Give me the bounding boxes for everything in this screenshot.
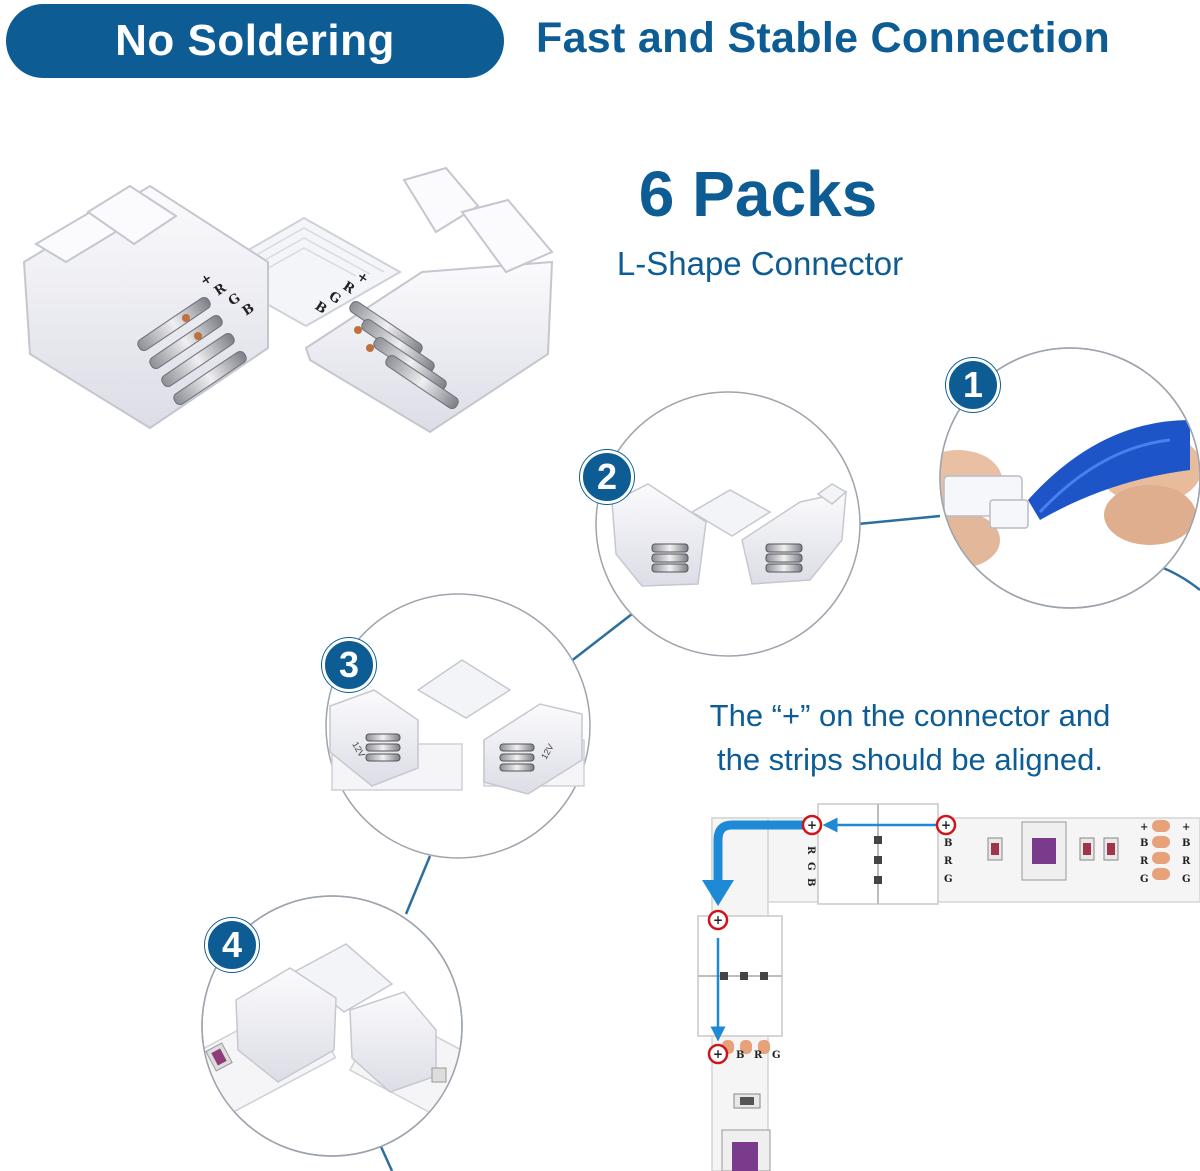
step-1-image <box>939 347 1200 609</box>
strip-label-r-bottom: R <box>754 1050 763 1061</box>
plus-marker-4: + <box>713 1047 723 1061</box>
product-name: L-Shape Connector <box>616 245 904 282</box>
step-4-image <box>201 895 463 1157</box>
strip-label-b-2: B <box>1140 838 1148 849</box>
step-4-badge: 4 <box>205 918 259 972</box>
strip-label-g-2: G <box>1140 874 1149 885</box>
strip-label-r-2: R <box>1140 856 1149 867</box>
strip-label-b-3: B <box>1182 838 1190 849</box>
strip-label-g-1: G <box>944 874 953 885</box>
strip-label-g-3: G <box>1182 874 1191 885</box>
strip-label-g-bottom: G <box>772 1050 781 1061</box>
strip-label-b-1: B <box>944 838 952 849</box>
alignment-diagram: + B R G + B R G + B R G R G B B R G <box>697 803 1200 1171</box>
connector-label-g: G <box>805 862 816 871</box>
strip-label-plus-2: + <box>1140 822 1148 833</box>
step-2-image <box>595 391 861 657</box>
alignment-note: The “+” on the connector and the strips … <box>660 694 1160 782</box>
step-2-badge: 2 <box>580 450 634 504</box>
l-shape-connector-image: + R G B + R G B <box>22 166 554 434</box>
no-soldering-badge: No Soldering <box>6 4 504 78</box>
strip-label-r-3: R <box>1182 856 1191 867</box>
step-1-badge: 1 <box>946 358 1000 412</box>
connector-label-b: B <box>805 878 816 886</box>
strip-label-b-bottom: B <box>736 1050 744 1061</box>
plus-marker-1: + <box>807 818 817 832</box>
alignment-note-line-2: the strips should be aligned. <box>716 742 1104 777</box>
tagline: Fast and Stable Connection <box>536 14 1111 62</box>
pack-count-title: 6 Packs <box>638 158 878 230</box>
step-3-image: 12V 12V <box>325 593 591 859</box>
step-3-badge: 3 <box>322 638 376 692</box>
strip-label-plus-3: + <box>1182 822 1190 833</box>
no-soldering-text: No Soldering <box>115 16 395 65</box>
plus-marker-2: + <box>941 818 951 832</box>
plus-marker-3: + <box>713 913 723 927</box>
strip-label-r-1: R <box>944 856 953 867</box>
connector-label-r: R <box>805 846 816 855</box>
alignment-note-line-1: The “+” on the connector and <box>709 698 1111 733</box>
